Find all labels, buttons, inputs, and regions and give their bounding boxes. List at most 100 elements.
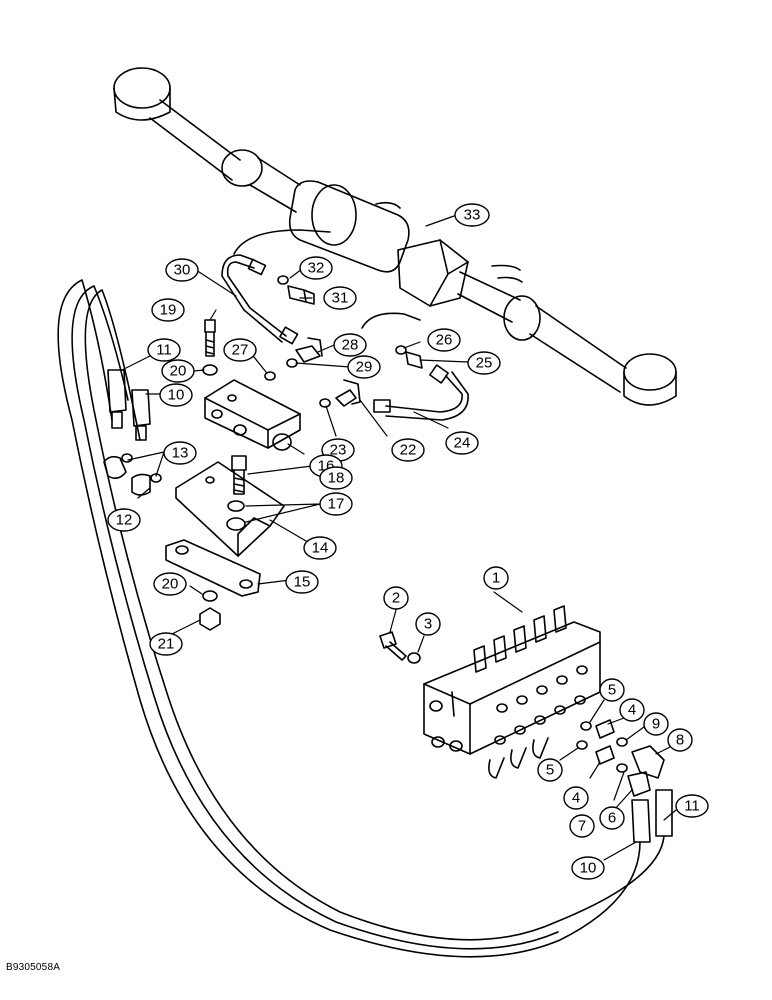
callout-8: 8 (667, 728, 693, 752)
callout-4a: 4 (619, 698, 645, 722)
callout-9: 9 (643, 712, 669, 736)
callout-14: 14 (303, 536, 337, 560)
callout-15: 15 (285, 570, 319, 594)
callout-27-text: 27 (232, 342, 249, 359)
o-ring-7 (616, 763, 628, 773)
callout-7-text: 7 (578, 818, 586, 835)
o-ring-9 (616, 737, 628, 747)
callout-31: 31 (323, 286, 357, 310)
callout-19: 19 (151, 298, 185, 322)
elbow-fitting-22 (335, 379, 361, 407)
callout-21-text: 21 (158, 636, 175, 653)
washer-17b (226, 517, 246, 531)
callout-12: 12 (107, 508, 141, 532)
callout-29: 29 (347, 355, 381, 379)
callout-13: 13 (163, 441, 197, 465)
callout-6-text: 6 (608, 810, 616, 827)
callout-10a: 10 (159, 383, 193, 407)
callout-17: 17 (319, 492, 353, 516)
o-ring-26 (395, 345, 407, 355)
callout-20a: 20 (161, 359, 195, 383)
long-hose-mid (71, 285, 559, 950)
callout-30-text: 30 (174, 262, 191, 279)
bolt-19 (204, 319, 216, 357)
callout-20a-text: 20 (170, 363, 187, 380)
washer-3 (407, 652, 421, 664)
callout-22-text: 22 (400, 442, 417, 459)
nut-21 (199, 607, 221, 631)
callout-4b: 4 (563, 786, 589, 810)
callout-9-text: 9 (652, 716, 660, 733)
callout-15-text: 15 (294, 574, 311, 591)
callout-28: 28 (333, 333, 367, 357)
o-ring-13b (150, 473, 162, 483)
o-ring-32 (277, 275, 289, 285)
washer-20a (202, 364, 218, 376)
callout-21: 21 (149, 632, 183, 656)
bracket-14 (175, 461, 285, 557)
callout-28-text: 28 (342, 337, 359, 354)
washer-17a (227, 500, 245, 512)
leader-lines (121, 215, 677, 861)
callout-8-text: 8 (676, 732, 684, 749)
o-ring-5b (576, 740, 588, 750)
valve-block-18 (204, 379, 301, 451)
callout-10a-text: 10 (168, 387, 185, 404)
callout-24: 24 (445, 431, 479, 455)
steering-cylinder (113, 67, 677, 406)
callout-4b-text: 4 (572, 790, 580, 807)
callout-18: 18 (319, 466, 353, 490)
plate-15 (165, 539, 261, 597)
callout-17-text: 17 (328, 496, 345, 513)
callout-1-text: 1 (492, 570, 500, 587)
elbow-fitting-6 (627, 771, 651, 797)
callout-32-text: 32 (308, 260, 325, 277)
callout-11a-text: 11 (156, 342, 172, 359)
callout-11a: 11 (147, 338, 181, 362)
callout-20b: 20 (153, 572, 187, 596)
elbow-fitting-28 (295, 337, 323, 363)
callout-2-text: 2 (392, 590, 400, 607)
tube-30 (221, 229, 331, 345)
o-ring-5a (580, 721, 592, 731)
fitting-31 (287, 285, 315, 305)
callout-27: 27 (223, 338, 257, 362)
callout-5b-text: 5 (546, 762, 554, 779)
callout-18-text: 18 (328, 470, 345, 487)
elbow-fitting-12 (103, 455, 151, 496)
elbow-fitting-8 (631, 745, 665, 779)
callout-5a-text: 5 (608, 682, 616, 699)
callout-11b-text: 11 (684, 798, 700, 815)
tube-24 (361, 312, 469, 421)
callout-5a: 5 (599, 678, 625, 702)
callouts: 33 32 30 31 19 26 28 27 11 25 29 20 10 2… (107, 203, 709, 880)
figure-id: B9305058A (6, 962, 61, 973)
callout-7: 7 (569, 814, 595, 838)
o-ring-27 (264, 371, 276, 381)
callout-33: 33 (454, 203, 490, 227)
o-ring-23 (319, 398, 331, 408)
callout-12-text: 12 (116, 512, 133, 529)
hose-10a (131, 389, 151, 441)
hose-10b (631, 799, 651, 843)
callout-3: 3 (415, 612, 441, 636)
callout-19-text: 19 (160, 302, 177, 319)
callout-26-text: 26 (436, 332, 453, 349)
callout-3-text: 3 (424, 616, 432, 633)
long-hose-outer (57, 279, 641, 958)
callout-22: 22 (391, 438, 425, 462)
fitting-25 (405, 351, 423, 369)
callout-31-text: 31 (332, 290, 349, 307)
bolt-16 (231, 455, 247, 495)
callout-32: 32 (299, 256, 333, 280)
o-ring-13a (121, 453, 133, 463)
callout-30: 30 (165, 258, 199, 282)
fitting-4b (595, 745, 615, 765)
fitting-4a (595, 719, 615, 739)
callout-10b: 10 (571, 856, 605, 880)
callout-33-text: 33 (464, 207, 481, 224)
bolt-2 (379, 631, 407, 661)
callout-13-text: 13 (172, 445, 189, 462)
callout-5b: 5 (537, 758, 563, 782)
